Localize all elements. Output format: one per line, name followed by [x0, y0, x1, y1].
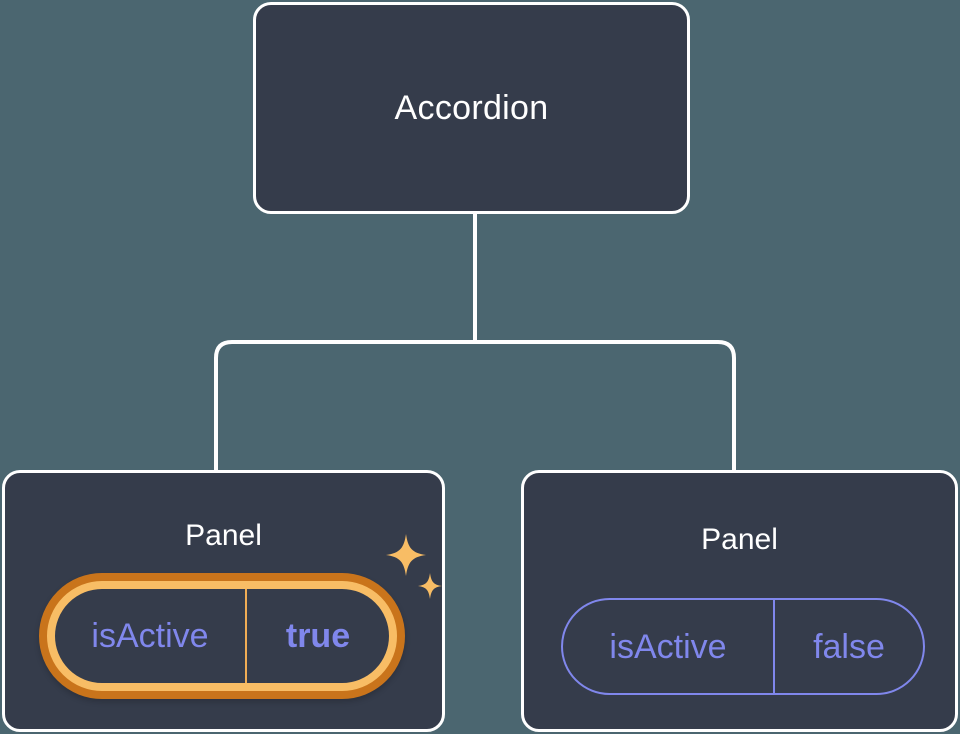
- prop-key-label: isActive: [563, 600, 775, 693]
- prop-pill-isactive-true[interactable]: isActive true: [39, 573, 405, 699]
- prop-value-label: false: [813, 627, 885, 666]
- node-panel-inactive-title: Panel: [701, 523, 778, 556]
- node-panel-active-title: Panel: [185, 519, 262, 552]
- prop-pill-isactive-false[interactable]: isActive false: [561, 598, 925, 695]
- connector-branch-left: [214, 340, 475, 470]
- node-accordion-title: Accordion: [394, 89, 549, 127]
- prop-pill-inner-ring: isActive true: [47, 581, 397, 691]
- node-panel-inactive[interactable]: Panel isActive false: [521, 470, 958, 732]
- prop-value-label: true: [285, 617, 351, 655]
- node-panel-active[interactable]: Panel isActive true: [2, 470, 445, 732]
- prop-key-label: isActive: [55, 589, 247, 683]
- connector-branch-right: [475, 340, 736, 470]
- node-accordion[interactable]: Accordion: [253, 2, 690, 214]
